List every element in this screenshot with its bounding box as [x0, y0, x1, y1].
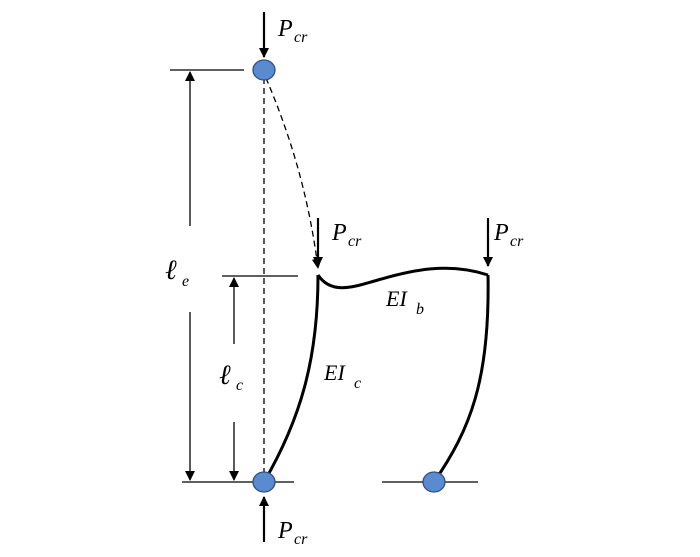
beam-stiffness-label: EI b [385, 286, 424, 318]
load-label-left-column: P cr [331, 220, 362, 250]
load-label-bottom: P cr [277, 518, 308, 548]
load-label-right-column: P cr [493, 220, 524, 250]
bottom-left-pin-node [252, 471, 276, 493]
svg-text:P: P [277, 518, 293, 544]
load-label-top: P cr [277, 16, 308, 46]
svg-text:cr: cr [348, 233, 362, 250]
deflected-shape-dashed-curve [265, 77, 322, 269]
svg-text:P: P [277, 16, 293, 42]
svg-text:c: c [236, 377, 243, 394]
svg-text:c: c [354, 375, 361, 392]
svg-text:b: b [416, 301, 424, 318]
svg-text:e: e [182, 273, 189, 290]
svg-text:EI: EI [385, 286, 408, 311]
bottom-right-pin-node [422, 471, 446, 493]
left-column-member [262, 274, 320, 483]
column-length-label: ℓ c [219, 360, 243, 394]
svg-text:ℓ: ℓ [165, 255, 177, 286]
svg-text:P: P [493, 220, 509, 246]
column-stiffness-label: EI c [323, 360, 361, 392]
svg-text:EI: EI [323, 360, 346, 385]
svg-text:cr: cr [294, 531, 308, 548]
svg-text:ℓ: ℓ [219, 360, 231, 391]
top-pin-node [252, 59, 276, 81]
svg-text:cr: cr [294, 29, 308, 46]
svg-text:P: P [331, 220, 347, 246]
beam-member [316, 266, 489, 290]
right-column-member [432, 274, 490, 483]
effective-length-label: ℓ e [165, 255, 189, 290]
svg-text:cr: cr [510, 233, 524, 250]
